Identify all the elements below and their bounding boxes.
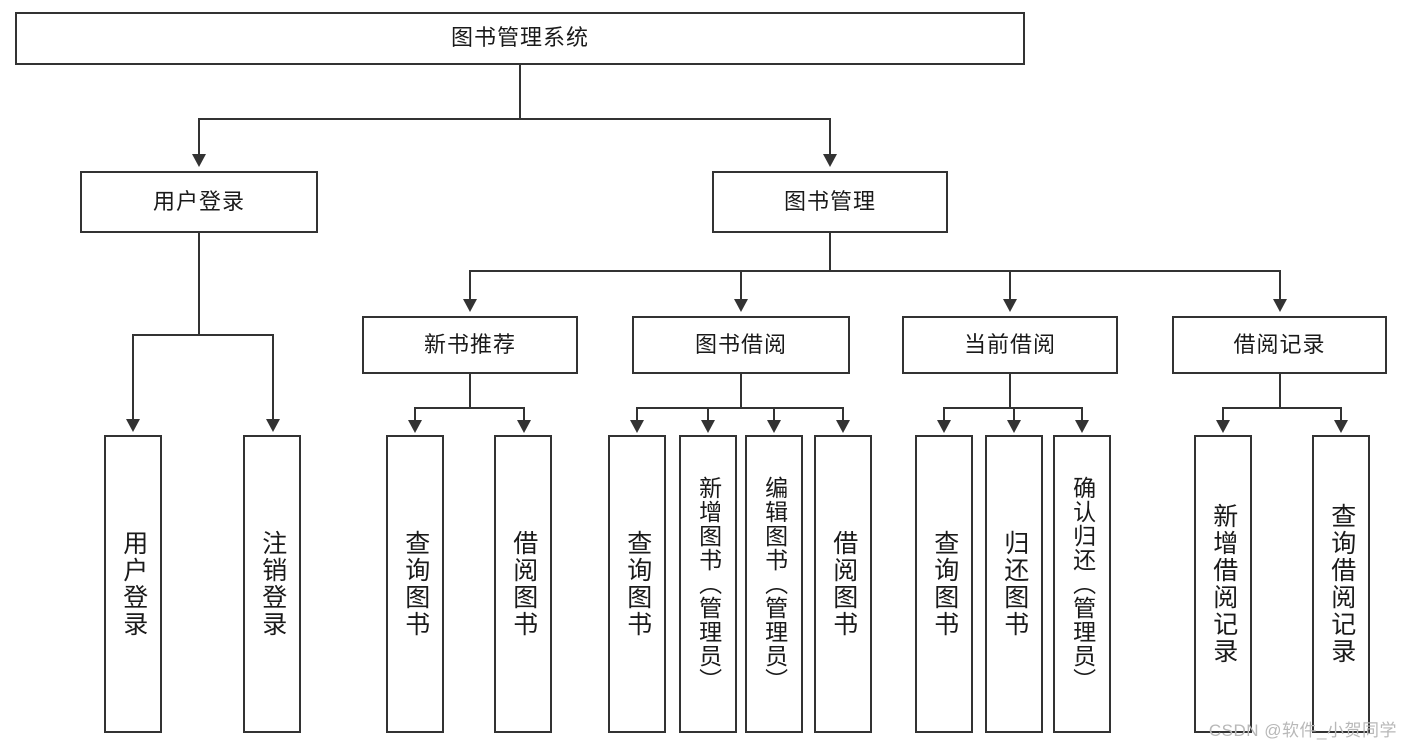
arrowhead-borrow-record — [1273, 299, 1287, 312]
leaf-logout[interactable]: 注销登录 — [243, 435, 301, 733]
connector-new-book-recommend-stem — [469, 374, 471, 408]
arrowhead-bb-edit-book — [767, 420, 781, 433]
connector-nbr-leaf-1 — [414, 407, 416, 421]
connector-current-borrow-bus — [943, 407, 1082, 409]
arrowhead-cb-query-book — [937, 420, 951, 433]
node-book-borrow[interactable]: 图书借阅 — [632, 316, 850, 374]
connector-root-stem — [519, 65, 521, 119]
connector-borrow-record-stem — [1279, 374, 1281, 408]
connector-bb-leaf-3 — [773, 407, 775, 421]
leaf-bb-edit-book[interactable]: 编辑图书（管理员） — [745, 435, 803, 733]
leaf-br-query-record[interactable]: 查询借阅记录 — [1312, 435, 1370, 733]
connector-br-leaf-2 — [1340, 407, 1342, 421]
connector-root-bus — [198, 118, 831, 120]
leaf-br-add-record[interactable]: 新增借阅记录 — [1194, 435, 1252, 733]
arrowhead-br-query-record — [1334, 420, 1348, 433]
leaf-bb-add-book[interactable]: 新增图书（管理员） — [679, 435, 737, 733]
connector-bb-leaf-2 — [707, 407, 709, 421]
arrowhead-nbr-query-book — [408, 420, 422, 433]
connector-cb-leaf-2 — [1013, 407, 1015, 421]
connector-cb-leaf-1 — [943, 407, 945, 421]
connector-bb-leaf-1 — [636, 407, 638, 421]
arrowhead-new-book-recommend — [463, 299, 477, 312]
arrowhead-bb-add-book — [701, 420, 715, 433]
arrowhead-bb-query-book — [630, 420, 644, 433]
connector-br-leaf-1 — [1222, 407, 1224, 421]
node-book-management[interactable]: 图书管理 — [712, 171, 948, 233]
node-borrow-record[interactable]: 借阅记录 — [1172, 316, 1387, 374]
arrowhead-br-add-record — [1216, 420, 1230, 433]
connector-user-login-leaf-2 — [272, 334, 274, 420]
connector-level2-bus — [469, 270, 1281, 272]
arrowhead-user-login — [192, 154, 206, 167]
connector-to-borrow-record — [1279, 270, 1281, 300]
connector-to-new-book-recommend — [469, 270, 471, 300]
leaf-bb-borrow-book[interactable]: 借阅图书 — [814, 435, 872, 733]
arrowhead-book-management — [823, 154, 837, 167]
connector-bb-leaf-4 — [842, 407, 844, 421]
connector-cb-leaf-3 — [1081, 407, 1083, 421]
connector-to-current-borrow — [1009, 270, 1011, 300]
arrowhead-book-borrow — [734, 299, 748, 312]
arrowhead-leaf-user-login — [126, 419, 140, 432]
leaf-cb-confirm-return[interactable]: 确认归还（管理员） — [1053, 435, 1111, 733]
connector-new-book-recommend-bus — [414, 407, 524, 409]
arrowhead-nbr-borrow-book — [517, 420, 531, 433]
leaf-nbr-query-book[interactable]: 查询图书 — [386, 435, 444, 733]
node-user-login[interactable]: 用户登录 — [80, 171, 318, 233]
connector-user-login-leaf-1 — [132, 334, 134, 420]
arrowhead-bb-borrow-book — [836, 420, 850, 433]
leaf-cb-query-book[interactable]: 查询图书 — [915, 435, 973, 733]
connector-book-management-stem — [829, 233, 831, 271]
leaf-cb-return-book[interactable]: 归还图书 — [985, 435, 1043, 733]
node-new-book-recommend[interactable]: 新书推荐 — [362, 316, 578, 374]
connector-borrow-record-bus — [1222, 407, 1342, 409]
leaf-bb-query-book[interactable]: 查询图书 — [608, 435, 666, 733]
connector-nbr-leaf-2 — [523, 407, 525, 421]
node-current-borrow[interactable]: 当前借阅 — [902, 316, 1118, 374]
arrowhead-current-borrow — [1003, 299, 1017, 312]
connector-book-borrow-bus — [636, 407, 844, 409]
connector-book-borrow-stem — [740, 374, 742, 408]
arrowhead-leaf-logout — [266, 419, 280, 432]
connector-user-login-stem — [198, 233, 200, 335]
leaf-user-login[interactable]: 用户登录 — [104, 435, 162, 733]
connector-current-borrow-stem — [1009, 374, 1011, 408]
connector-root-to-user-login — [198, 118, 200, 156]
arrowhead-cb-confirm-return — [1075, 420, 1089, 433]
node-root-book-management-system[interactable]: 图书管理系统 — [15, 12, 1025, 65]
connector-root-to-book-management — [829, 118, 831, 156]
connector-to-book-borrow — [740, 270, 742, 300]
leaf-nbr-borrow-book[interactable]: 借阅图书 — [494, 435, 552, 733]
arrowhead-cb-return-book — [1007, 420, 1021, 433]
connector-user-login-bus — [132, 334, 274, 336]
csdn-watermark: CSDN @软件_小贺同学 — [1208, 721, 1397, 740]
